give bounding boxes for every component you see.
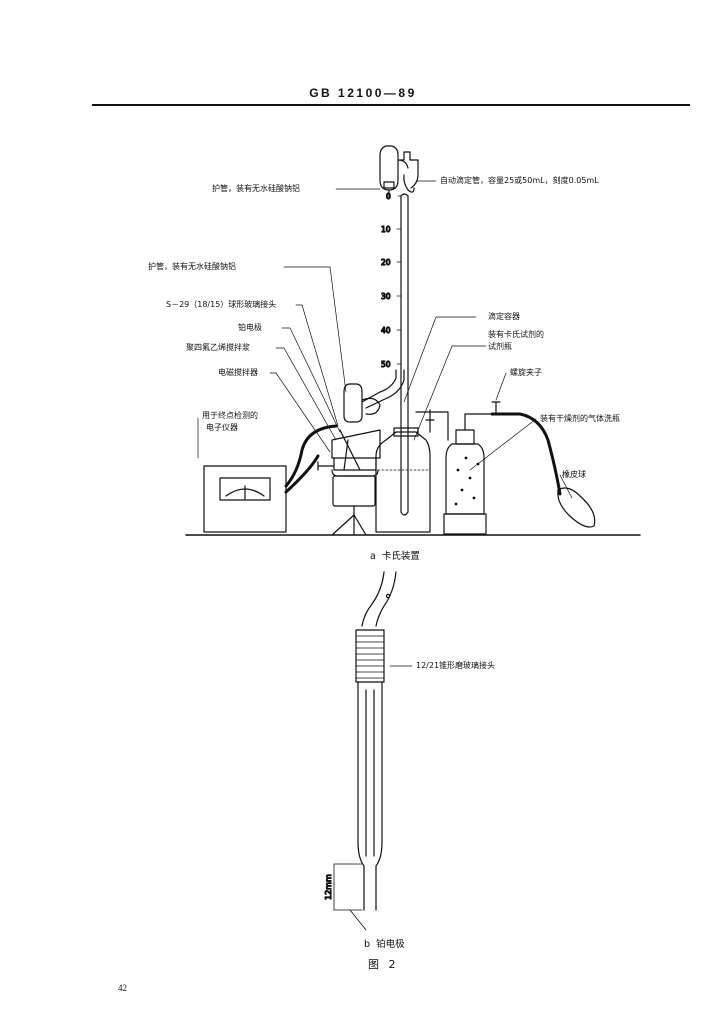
figure-b-caption: b 铂电极 xyxy=(364,936,405,950)
callout-reagent-bottle-line2: 试剂瓶 xyxy=(488,342,512,351)
callout-titration-vessel: 滴定容器 xyxy=(488,312,520,321)
dimension-12mm xyxy=(333,863,367,931)
burette-scale-label-20: 20 xyxy=(381,258,391,267)
callout-screw-clamp: 螺旋夹子 xyxy=(510,368,542,377)
figure-title: 图 2 xyxy=(368,958,399,971)
callout-gas-washer: 装有干燥剂的气体洗瓶 xyxy=(540,414,620,423)
callout-reagent-bottle-line1: 装有卡氏试剂的 xyxy=(488,330,544,339)
magnetic-stirrer-stand xyxy=(331,505,367,536)
standard-number-header: GB 12100—89 xyxy=(309,86,417,100)
burette-scale-label-50: 50 xyxy=(381,360,391,369)
delivery-tube xyxy=(343,369,405,423)
callout-platinum-electrode: 铂电极 xyxy=(238,323,262,332)
electronic-instrument xyxy=(203,424,338,533)
reagent-bottle xyxy=(375,409,449,533)
callout-ball-joint: S－29（18/15）球形玻璃接头 xyxy=(166,300,277,309)
burette-scale-label-40: 40 xyxy=(381,326,391,335)
auto-burette xyxy=(399,151,419,516)
dimension-label: 12mm xyxy=(324,874,333,900)
callout-endpoint-instrument-line2: 电子仪器 xyxy=(206,423,238,432)
figure-a-title: 卡氏装置 xyxy=(381,551,420,562)
titration-vessel xyxy=(317,429,381,507)
callout-ptfe-stirrer: 聚四氟乙烯搅拌浆 xyxy=(186,343,250,352)
figure-b-title: 铂电极 xyxy=(376,939,405,950)
figure-b-letter: b xyxy=(364,939,371,950)
callout-rubber-bulb: 橡皮球 xyxy=(562,470,586,479)
burette-scale-label-30: 30 xyxy=(381,292,391,301)
callout-auto-burette: 自动滴定管，容量25或50mL，刻度0.05mL xyxy=(440,176,599,185)
callout-magnetic-stirrer: 电磁搅拌器 xyxy=(218,368,258,377)
burette-scale-ticks xyxy=(396,195,402,365)
figure-a-letter: a xyxy=(370,551,376,562)
callout-guard-tube-mid: 护管，装有无水硅酸钠铝 xyxy=(148,262,236,271)
page-number: 42 xyxy=(118,983,127,993)
callout-guard-tube-top: 护管，装有无水硅酸钠铝 xyxy=(212,184,300,193)
leader-lines xyxy=(197,180,573,667)
rubber-bulb xyxy=(557,487,596,528)
platinum-electrode xyxy=(355,571,397,911)
guard-tube-top xyxy=(379,145,409,198)
burette-scale-label-0: 0 xyxy=(386,192,391,201)
callout-conical-joint: 12/21锥形磨玻璃接头 xyxy=(416,661,496,670)
header-rule xyxy=(92,104,690,106)
callout-endpoint-instrument-line1: 用于终点检测的 xyxy=(202,411,258,420)
burette-scale-label-10: 10 xyxy=(381,225,391,234)
figure-a-caption: a 卡氏装置 xyxy=(370,548,420,562)
gas-wash-bottle xyxy=(443,401,562,535)
